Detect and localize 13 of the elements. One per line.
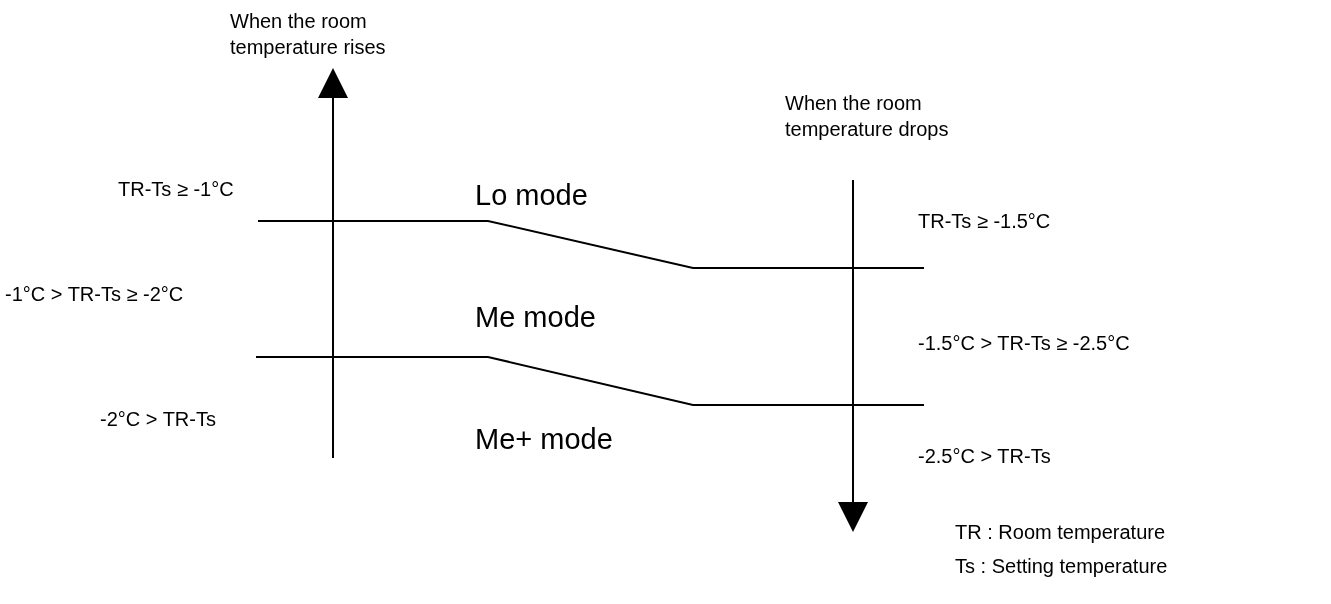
condition-label: TR-Ts ≥ -1°C	[118, 177, 234, 202]
mode-label: Me+ mode	[475, 422, 613, 456]
axis-caption: When the room temperature rises	[230, 9, 387, 60]
mode-label: Me mode	[475, 300, 596, 334]
condition-label: -2.5°C > TR-Ts	[918, 444, 1051, 469]
mode-label: Lo mode	[475, 178, 588, 212]
condition-label: -1°C > TR-Ts ≥ -2°C	[5, 282, 184, 307]
axis-caption: When the room temperature drops	[785, 91, 950, 142]
condition-label: -2°C > TR-Ts	[100, 407, 216, 432]
legend-note: TR : Room temperature	[955, 520, 1166, 545]
condition-label: TR-Ts ≥ -1.5°C	[918, 209, 1051, 234]
condition-label: -1.5°C > TR-Ts ≥ -2.5°C	[918, 331, 1130, 356]
legend-note: Ts : Setting temperature	[955, 554, 1168, 579]
